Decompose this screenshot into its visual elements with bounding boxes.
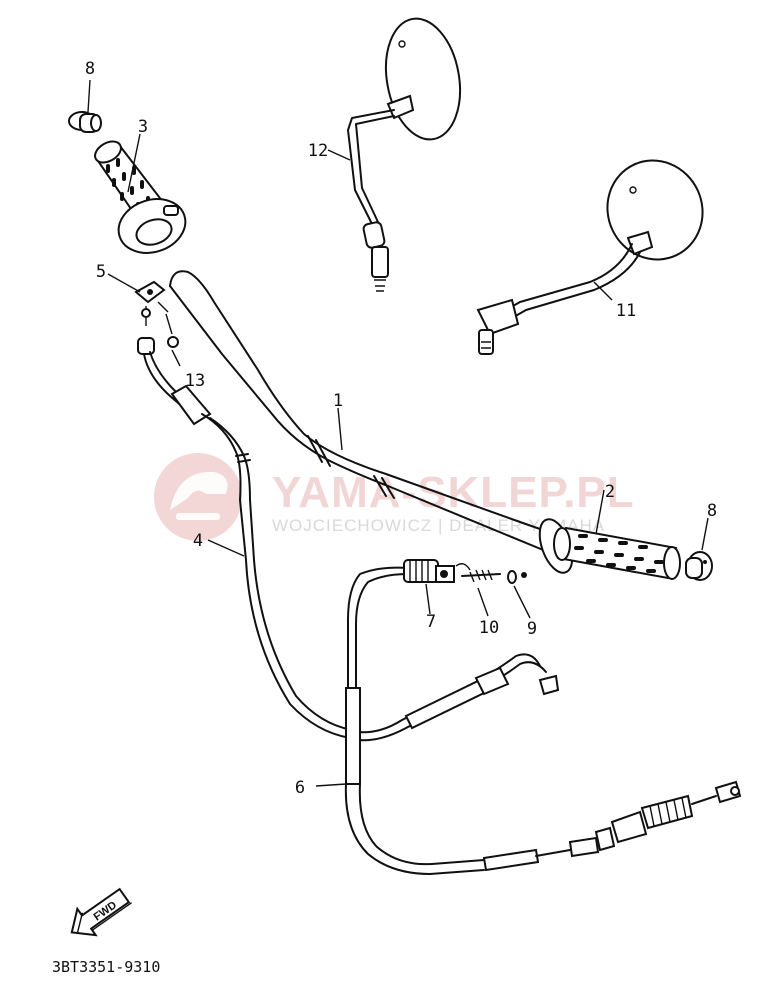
fwd-arrow-icon: FWD <box>70 887 132 937</box>
bar-end-weight-left <box>68 111 102 133</box>
callout-7: 7 <box>426 612 436 632</box>
callout-10: 10 <box>479 618 499 638</box>
mirror-left <box>476 159 704 355</box>
callout-11: 11 <box>616 301 636 321</box>
callout-12: 12 <box>308 141 328 161</box>
callout-9: 9 <box>527 619 537 639</box>
callout-6: 6 <box>295 778 305 798</box>
callout-8-top: 8 <box>85 59 95 79</box>
watermark: YAMA-SKLEP.PL WOJCIECHOWICZ | DEALER YAM… <box>154 453 635 541</box>
watermark-tagline: WOJCIECHOWICZ | DEALER YAMAHA <box>272 516 605 535</box>
diagram-code: 3BT3351-9310 <box>52 958 160 976</box>
throttle-grip <box>94 140 187 254</box>
callouts: 8 3 5 13 12 11 1 2 8 4 6 7 10 9 <box>85 59 717 798</box>
cable-6 <box>344 566 742 875</box>
cable-4 <box>137 337 560 742</box>
right-grip <box>553 526 681 580</box>
callout-2: 2 <box>605 482 615 502</box>
watermark-logo-icon <box>154 453 242 541</box>
callout-1: 1 <box>333 391 343 411</box>
mirror-right <box>347 17 462 292</box>
callout-13: 13 <box>185 371 205 391</box>
callout-5: 5 <box>96 262 106 282</box>
leader-lines <box>87 79 709 787</box>
watermark-brand: YAMA-SKLEP.PL <box>272 468 635 517</box>
bar-end-weight-right <box>685 551 713 581</box>
callout-3: 3 <box>138 117 148 137</box>
holder-parts <box>134 280 179 348</box>
callout-8-right: 8 <box>707 501 717 521</box>
adjuster-assembly <box>403 559 527 584</box>
callout-4: 4 <box>193 531 203 551</box>
